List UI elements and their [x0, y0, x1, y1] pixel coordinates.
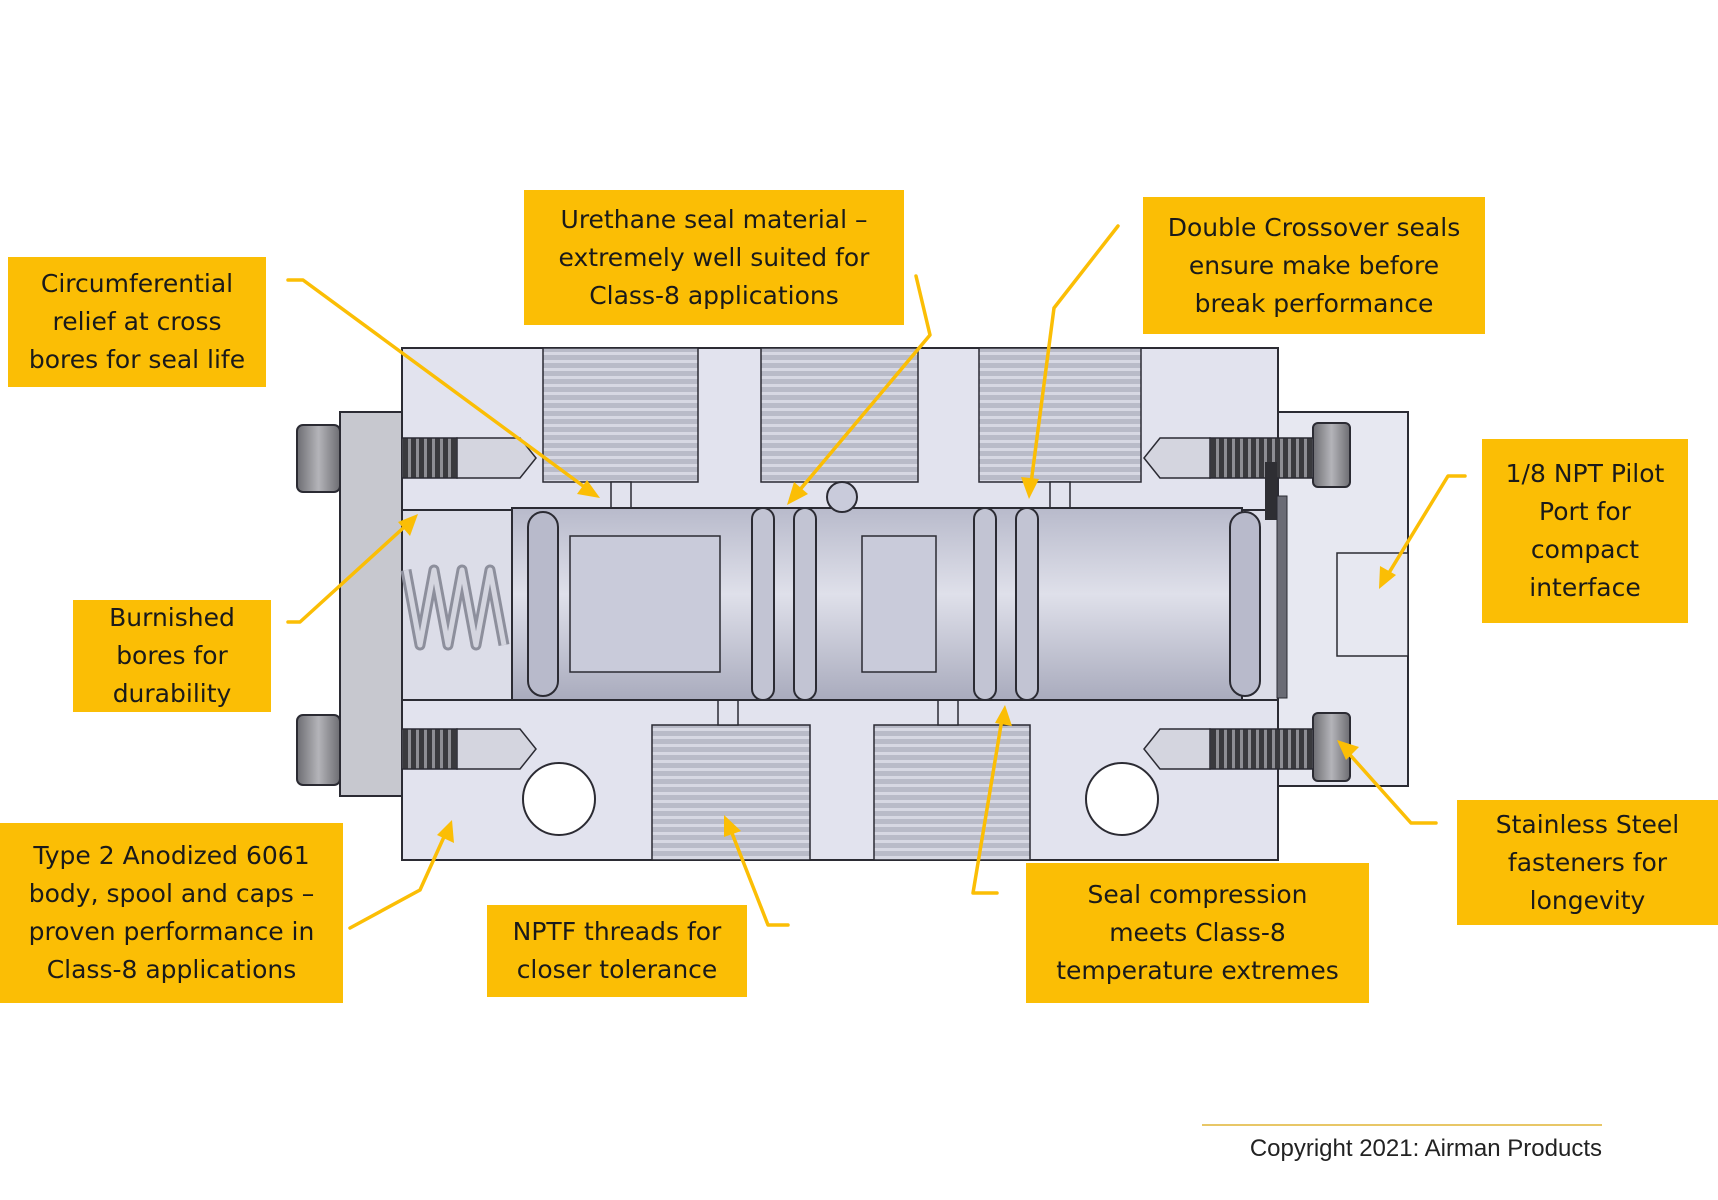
bottom-port-2 [873, 724, 1031, 861]
right-top-bolt-head [1312, 422, 1351, 488]
arrowhead-nptf [724, 815, 741, 837]
callout-line: Circumferential [40, 269, 234, 298]
callout-stainless-fasteners: Stainless Steel fasteners for longevity [1457, 800, 1718, 925]
callout-line: interface [1529, 573, 1641, 602]
callout-line: fasteners for [1507, 847, 1668, 877]
callout-line: meets Class-8 [1109, 918, 1286, 947]
top-port-1 [542, 347, 699, 483]
arrowhead-seal-compression [995, 705, 1012, 726]
callout-line: closer tolerance [516, 955, 718, 984]
spool-neck-1 [569, 535, 721, 673]
left-top-bore-tip [456, 437, 537, 479]
callout-seal-compression: Seal compression meets Class-8 temperatu… [1026, 863, 1369, 1003]
arrowhead-pilot [1379, 566, 1396, 589]
right-top-bore-tip [1143, 437, 1211, 479]
callout-anodized-body: Type 2 Anodized 6061 body, spool and cap… [0, 823, 343, 1003]
callout-line: temperature extremes [1056, 956, 1339, 985]
right-cap-seal [1276, 495, 1288, 699]
callout-line: bores for seal life [28, 345, 246, 374]
callout-line: Class-8 applications [589, 280, 839, 310]
leader-stainless [1341, 745, 1438, 825]
top-port-2 [760, 347, 919, 483]
callout-line: Type 2 Anodized 6061 [33, 841, 310, 870]
callout-line: Double Crossover seals [1167, 212, 1461, 242]
copyright-text: Copyright 2021: Airman Products [1249, 1135, 1602, 1162]
arrowhead-burnished [398, 514, 418, 536]
callout-line: Class-8 applications [46, 955, 297, 984]
right-bottom-bore-tip [1143, 728, 1211, 770]
arrowhead-urethane [787, 482, 808, 505]
left-top-fastener [401, 437, 458, 479]
callout-line: durability [112, 679, 232, 708]
callout-line: Urethane seal material – [560, 204, 868, 234]
check-ball [826, 481, 858, 513]
o-ring-crossover-2a [973, 507, 997, 701]
callout-line: body, spool and caps – [28, 879, 315, 908]
left-bottom-bore-tip [456, 728, 537, 770]
callout-line: compact [1530, 535, 1640, 564]
o-ring-right-end [1229, 511, 1261, 697]
leader-arrowheads [398, 477, 1396, 843]
mounting-hole-right [1085, 762, 1159, 836]
pilot-port-bore [1336, 552, 1409, 657]
spool-neck-2 [861, 535, 937, 673]
arrowhead-circumferential [577, 480, 600, 498]
callout-line: NPTF threads for [512, 917, 722, 946]
o-ring-crossover-2b [1015, 507, 1039, 701]
callout-urethane-seal: Urethane seal material – extremely well … [524, 190, 904, 325]
retaining-ring [1265, 462, 1277, 520]
leader-nptf [726, 821, 790, 927]
right-top-fastener [1209, 437, 1314, 479]
callout-line: 1/8 NPT Pilot [1505, 459, 1665, 488]
callout-line: Burnished [109, 603, 235, 632]
leader-burnished [286, 518, 414, 624]
leader-crossover [1028, 224, 1120, 493]
copyright-rule [1202, 1124, 1602, 1126]
leader-urethane [791, 274, 932, 500]
left-top-bolt-head [296, 424, 341, 493]
callout-line: ensure make before [1188, 250, 1440, 280]
callout-line: Port for [1539, 497, 1631, 526]
arrowhead-anodized [437, 820, 454, 843]
mounting-hole-left [522, 762, 596, 836]
top-port-3 [978, 347, 1142, 483]
callout-line: relief at cross [52, 307, 222, 336]
o-ring-left-end [527, 511, 559, 697]
leader-lines [286, 224, 1467, 930]
callout-circumferential-relief: Circumferential relief at cross bores fo… [8, 257, 266, 387]
leader-anodized [348, 826, 450, 930]
left-end-cap [339, 411, 403, 797]
callout-line: proven performance in [28, 917, 315, 946]
left-bottom-bolt-head [296, 714, 341, 786]
callout-nptf-threads: NPTF threads for closer tolerance [487, 905, 747, 997]
callout-line: Seal compression [1087, 880, 1308, 909]
left-bottom-fastener [401, 728, 458, 770]
callout-line: bores for [116, 641, 228, 670]
arrowhead-crossover [1021, 477, 1039, 499]
o-ring-crossover-1b [793, 507, 817, 701]
leader-circumferential [286, 278, 596, 496]
leader-pilot [1382, 474, 1467, 583]
arrowhead-stainless [1337, 740, 1359, 760]
callout-line: Stainless Steel [1495, 809, 1680, 839]
bottom-port-1 [651, 724, 811, 861]
callout-double-crossover: Double Crossover seals ensure make befor… [1143, 197, 1485, 334]
callout-line: extremely well suited for [558, 242, 870, 272]
callout-burnished-bores: Burnished bores for durability [73, 600, 271, 712]
callout-pilot-port: 1/8 NPT Pilot Port for compact interface [1482, 439, 1688, 623]
callout-line: break performance [1194, 288, 1434, 318]
right-bottom-fastener [1209, 728, 1314, 770]
callout-line: longevity [1529, 885, 1646, 915]
leader-seal-compression [971, 711, 1005, 895]
o-ring-crossover-1a [751, 507, 775, 701]
